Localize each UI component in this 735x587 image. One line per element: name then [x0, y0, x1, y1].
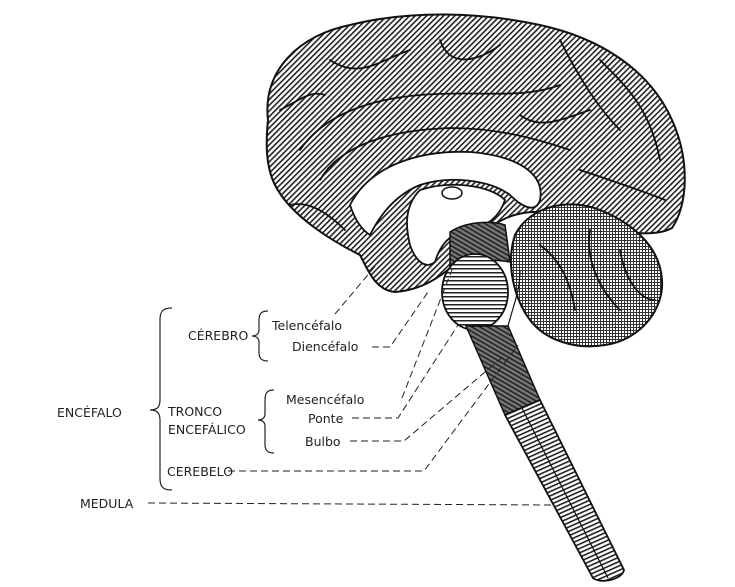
label-medula: MEDULA: [80, 496, 134, 511]
medulla-oblongata: [464, 325, 541, 416]
spinal-cord: [503, 398, 625, 582]
ponte-leader: [352, 324, 459, 419]
ventricle: [441, 186, 463, 200]
tronco-brace: [257, 389, 275, 454]
diencefalo-leader: [372, 291, 429, 348]
label-encefalo: ENCÉFALO: [57, 405, 122, 420]
label-tronco: TRONCO: [167, 404, 222, 419]
corpus-callosum: [349, 150, 542, 237]
label-bulbo: Bulbo: [305, 434, 341, 449]
label-cerebro: CÉREBRO: [188, 328, 248, 343]
label-telencefalo: Telencéfalo: [271, 318, 342, 333]
label-encefalico: ENCEFÁLICO: [168, 422, 246, 437]
encefalo-brace: [149, 307, 173, 491]
gyri: [279, 39, 666, 231]
label-cerebelo: CEREBELO: [167, 464, 233, 479]
medula-leader: [147, 502, 553, 506]
label-ponte: Ponte: [308, 411, 344, 426]
mesencefalo-leader: [401, 261, 456, 399]
label-diencefalo: Diencéfalo: [292, 339, 358, 354]
cerebellum: [509, 203, 664, 348]
label-mesencefalo: Mesencéfalo: [286, 392, 364, 407]
pons: [441, 253, 509, 331]
telencefalo-leader: [334, 257, 383, 315]
cerebelo-leader: [228, 344, 519, 472]
bulbo-leader: [350, 354, 506, 442]
cerebro-brace: [251, 310, 269, 362]
